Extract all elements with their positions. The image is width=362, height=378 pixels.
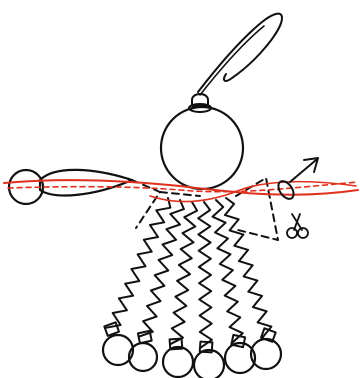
head-bead <box>159 105 245 191</box>
fringe-strand <box>169 201 199 346</box>
fringe-strands <box>103 197 277 354</box>
left-bow <box>131 179 201 229</box>
fringe-strand <box>197 201 213 350</box>
thread-path <box>3 179 359 203</box>
arrow-icon <box>289 157 319 183</box>
fringe-strand <box>138 199 185 338</box>
top-bead <box>188 93 212 113</box>
fringe-strand <box>105 197 172 329</box>
bottom-beads <box>101 333 283 378</box>
fringe-strand <box>211 199 244 344</box>
scissors-icon <box>286 213 309 239</box>
right-bow <box>235 177 279 241</box>
thread-end-bead <box>277 180 295 200</box>
fringe-end-bead <box>168 337 184 351</box>
needle-icon <box>197 12 283 96</box>
fringe-end-bead <box>198 340 214 354</box>
fringe-strand <box>223 197 273 339</box>
fringe-end-bead <box>103 321 121 337</box>
fringe-end-bead <box>230 333 247 349</box>
fringe-end-bead <box>136 329 153 345</box>
